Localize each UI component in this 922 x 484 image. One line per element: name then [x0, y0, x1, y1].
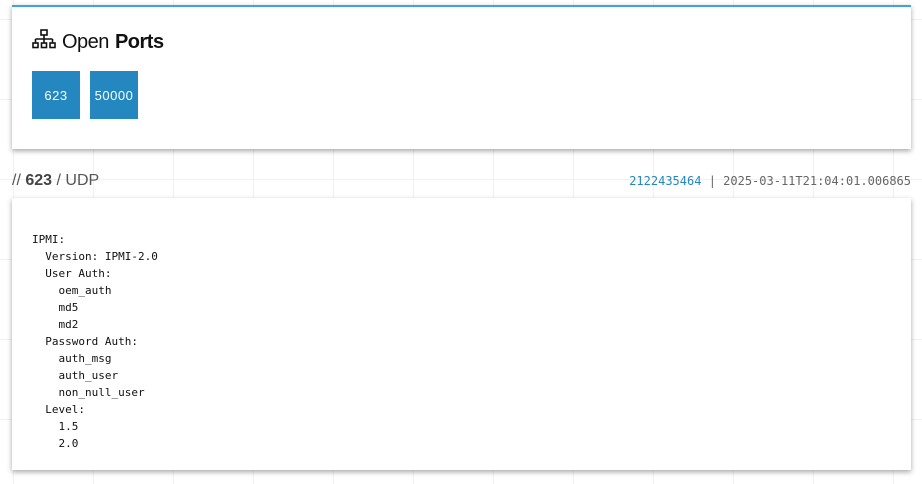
port-link-623[interactable]: 623: [32, 71, 80, 119]
timestamp: 2025-03-11T21:04:01.006865: [723, 174, 911, 188]
divider: |: [708, 174, 716, 188]
separator: /: [56, 172, 61, 189]
title-bold: Ports: [114, 30, 164, 53]
prefix: //: [12, 172, 21, 189]
service-title: // 623 / UDP: [12, 172, 99, 190]
service-protocol: UDP: [65, 172, 100, 189]
open-ports-title: Open Ports: [32, 29, 164, 55]
banner-hash-link[interactable]: 2122435464: [629, 174, 702, 188]
port-link-50000[interactable]: 50000: [90, 71, 138, 119]
banner-card: IPMI: Version: IPMI-2.0 User Auth: oem_a…: [12, 198, 911, 470]
service-header: // 623 / UDP 2122435464 | 2025-03-11T21:…: [12, 171, 911, 191]
open-ports-card: Open Ports 623 50000: [12, 5, 911, 149]
ports-list: 623 50000: [32, 71, 138, 119]
service-meta: 2122435464 | 2025-03-11T21:04:01.006865: [629, 174, 911, 188]
sitemap-icon: [32, 29, 56, 55]
service-port: 623: [25, 172, 53, 189]
banner-text: IPMI: Version: IPMI-2.0 User Auth: oem_a…: [32, 233, 158, 450]
title-light: Open: [62, 30, 109, 53]
